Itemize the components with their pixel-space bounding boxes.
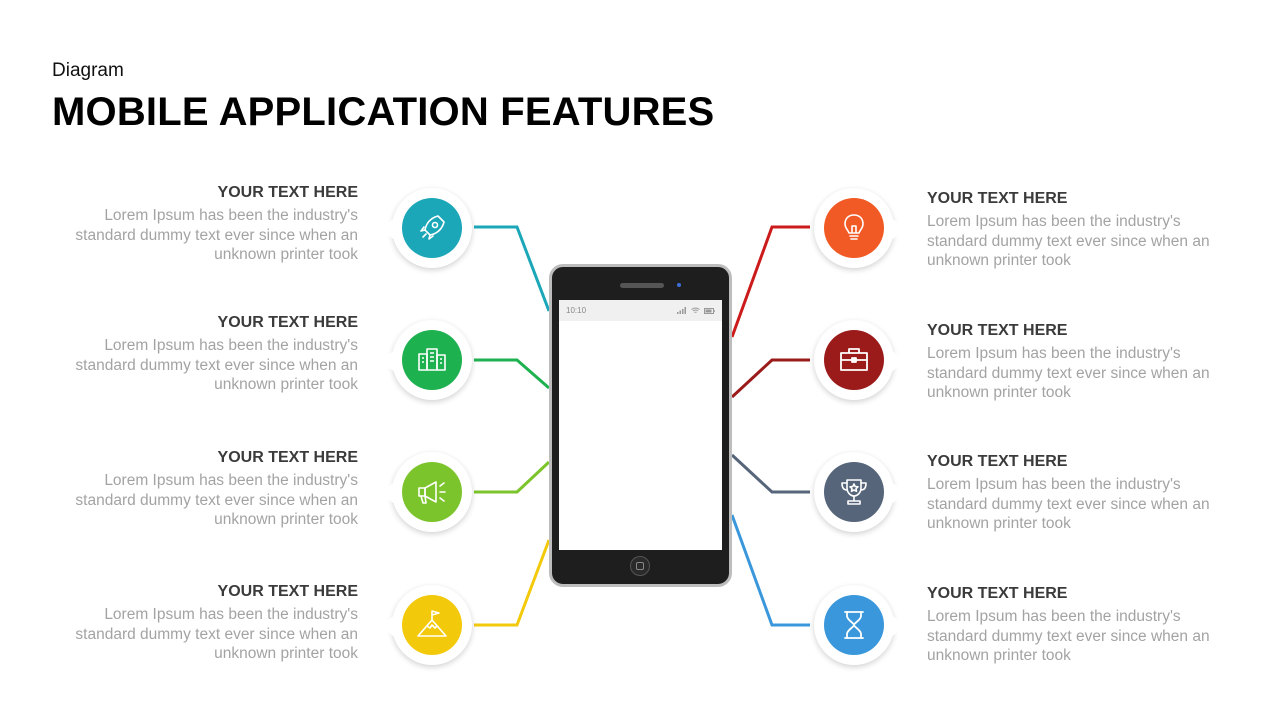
feature-body: Lorem Ipsum has been the industry's stan…	[75, 472, 358, 528]
connector-right-3	[730, 453, 810, 494]
signal-icon	[677, 307, 686, 314]
feature-body: Lorem Ipsum has been the industry's stan…	[927, 476, 1210, 532]
bubble-pointer	[891, 615, 907, 637]
hourglass-icon	[824, 595, 884, 655]
feature-right-1-text: YOUR TEXT HERE Lorem Ipsum has been the …	[927, 190, 1227, 271]
bubble-pointer	[379, 350, 395, 372]
megaphone-icon	[402, 462, 462, 522]
feature-left-4-text: YOUR TEXT HERE Lorem Ipsum has been the …	[58, 583, 358, 664]
connector-left-1	[474, 225, 551, 312]
feature-heading: YOUR TEXT HERE	[927, 585, 1068, 602]
bubble-pointer	[379, 615, 395, 637]
status-icons	[677, 307, 715, 314]
feature-right-1-bubble	[814, 188, 907, 268]
feature-body: Lorem Ipsum has been the industry's stan…	[927, 608, 1210, 664]
feature-heading: YOUR TEXT HERE	[217, 184, 358, 201]
briefcase-icon	[824, 330, 884, 390]
feature-body: Lorem Ipsum has been the industry's stan…	[75, 606, 358, 662]
feature-right-4-bubble	[814, 585, 907, 665]
bubble-pointer	[379, 482, 395, 504]
wifi-icon	[691, 307, 700, 313]
bubble-pointer	[379, 218, 395, 240]
mountain-flag-icon	[402, 595, 462, 655]
feature-left-2-text: YOUR TEXT HERE Lorem Ipsum has been the …	[58, 314, 358, 395]
bubble-pointer	[891, 218, 907, 240]
lightbulb-icon	[824, 198, 884, 258]
connector-left-2	[474, 358, 550, 390]
connector-right-1	[730, 225, 810, 338]
rocket-icon	[402, 198, 462, 258]
feature-heading: YOUR TEXT HERE	[927, 190, 1068, 207]
battery-icon	[704, 307, 715, 314]
feature-right-2-text: YOUR TEXT HERE Lorem Ipsum has been the …	[927, 322, 1227, 403]
feature-body: Lorem Ipsum has been the industry's stan…	[927, 213, 1210, 269]
feature-right-3-text: YOUR TEXT HERE Lorem Ipsum has been the …	[927, 453, 1227, 534]
feature-left-1-text: YOUR TEXT HERE Lorem Ipsum has been the …	[58, 184, 358, 265]
connector-left-4	[474, 539, 551, 627]
phone-speaker	[620, 283, 664, 288]
connector-left-3	[474, 460, 551, 494]
feature-left-3-text: YOUR TEXT HERE Lorem Ipsum has been the …	[58, 449, 358, 530]
phone-camera	[677, 283, 681, 287]
trophy-icon	[824, 462, 884, 522]
feature-heading: YOUR TEXT HERE	[217, 583, 358, 600]
diagram-subtitle: Diagram	[52, 60, 124, 81]
feature-heading: YOUR TEXT HERE	[217, 314, 358, 331]
smartphone: 10:10	[549, 264, 732, 587]
feature-left-2-bubble	[379, 320, 472, 400]
connector-right-2	[730, 358, 810, 399]
feature-left-1-bubble	[379, 188, 472, 268]
feature-right-4-text: YOUR TEXT HERE Lorem Ipsum has been the …	[927, 585, 1227, 666]
status-time: 10:10	[566, 306, 587, 315]
feature-body: Lorem Ipsum has been the industry's stan…	[75, 337, 358, 393]
feature-body: Lorem Ipsum has been the industry's stan…	[75, 207, 358, 263]
feature-body: Lorem Ipsum has been the industry's stan…	[927, 345, 1210, 401]
feature-left-3-bubble	[379, 452, 472, 532]
phone-screen: 10:10	[559, 300, 722, 550]
connector-right-4	[730, 514, 810, 627]
feature-left-4-bubble	[379, 585, 472, 665]
feature-heading: YOUR TEXT HERE	[927, 453, 1068, 470]
bubble-pointer	[891, 482, 907, 504]
page-title: MOBILE APPLICATION FEATURES	[52, 90, 715, 134]
feature-heading: YOUR TEXT HERE	[927, 322, 1068, 339]
bubble-pointer	[891, 350, 907, 372]
feature-right-3-bubble	[814, 452, 907, 532]
feature-right-2-bubble	[814, 320, 907, 400]
buildings-icon	[402, 330, 462, 390]
home-button	[630, 556, 650, 576]
feature-heading: YOUR TEXT HERE	[217, 449, 358, 466]
phone-status-bar: 10:10	[559, 300, 722, 321]
